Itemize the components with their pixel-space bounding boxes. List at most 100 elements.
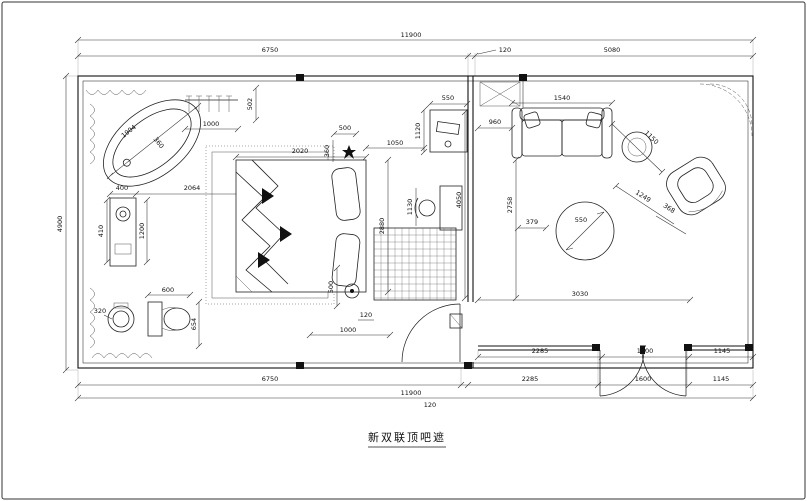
dim-lamp-c-line bbox=[306, 331, 394, 339]
toilet-bowl bbox=[163, 307, 191, 331]
dim-table-dia: 550 bbox=[575, 216, 587, 224]
tv-set bbox=[435, 121, 461, 135]
dim-vanity-span: 2064 bbox=[184, 184, 201, 192]
dim-headboard-b: 360 bbox=[323, 145, 331, 157]
dim-right-inner-3: 1145 bbox=[714, 347, 731, 355]
sofa-pillow-2-shape bbox=[585, 111, 603, 129]
curtain-left-upper bbox=[89, 103, 95, 165]
dim-vanity-b: 1200 bbox=[138, 223, 146, 240]
tv-set-shape bbox=[435, 121, 461, 135]
dim-bed-length: 2880 bbox=[378, 218, 386, 235]
pillow-2-shape bbox=[331, 233, 361, 287]
dim-lounge-b-line bbox=[655, 215, 687, 235]
dim-wc-w-line bbox=[144, 291, 194, 299]
vanity-tray bbox=[114, 243, 132, 255]
entry-door-swing bbox=[401, 303, 461, 363]
dim-rack-width: 1000 bbox=[203, 120, 220, 128]
tv-console-outline bbox=[429, 109, 468, 153]
sofa-pillow-1-shape bbox=[523, 111, 541, 129]
bathtub-inner bbox=[112, 108, 192, 178]
pillow-2 bbox=[331, 233, 361, 287]
dim-headboard-a: 500 bbox=[339, 124, 351, 132]
ornament-shape bbox=[342, 145, 356, 159]
dim-rack-depth: 502 bbox=[246, 98, 254, 110]
vanity-counter bbox=[109, 197, 137, 267]
dim-rack-line bbox=[181, 125, 242, 133]
side-table bbox=[621, 131, 653, 163]
quilt-triangles bbox=[258, 188, 292, 268]
vanity-sink bbox=[115, 206, 131, 222]
grid-rug-vlines bbox=[380, 228, 452, 300]
dim-bed-w-line bbox=[232, 153, 370, 161]
dim-right-inner-1: 2285 bbox=[532, 347, 549, 355]
terrace-door-right-swing bbox=[641, 349, 687, 397]
basin-faucet bbox=[113, 302, 129, 309]
dim-sofa-w-line bbox=[508, 99, 616, 107]
dim-tub-width: 360 bbox=[152, 135, 166, 150]
dim-table-offset-line bbox=[514, 224, 550, 232]
bed-outline bbox=[235, 159, 367, 293]
toilet-tank bbox=[147, 301, 163, 337]
dim-room-d-line bbox=[461, 108, 469, 302]
coffee-table-dia-arrow bbox=[565, 211, 605, 251]
chair-back bbox=[414, 197, 419, 219]
dim-lounge-b: 368 bbox=[662, 202, 677, 215]
curtain-bottom-left bbox=[91, 353, 153, 359]
vanity-outline bbox=[109, 197, 137, 267]
dim-vanity-a-line bbox=[103, 196, 111, 266]
dim-right-inner-line bbox=[474, 353, 757, 361]
bedroom: 2020 2880 500 360 550 1120 1050 1130 bbox=[205, 94, 471, 339]
sofa bbox=[511, 107, 613, 159]
entry-cabinet bbox=[479, 81, 521, 107]
outer-wall bbox=[77, 75, 754, 369]
side-table-top bbox=[621, 131, 653, 163]
column-bottom-4 bbox=[684, 344, 692, 351]
dim-tv-gap-line bbox=[362, 144, 428, 152]
column-bottom-1 bbox=[296, 362, 304, 369]
dim-tv-width: 550 bbox=[442, 94, 454, 102]
drawing-title: 新双联顶吧遮 bbox=[368, 430, 446, 444]
terrace-door-left bbox=[599, 349, 645, 397]
dim-left-line bbox=[62, 72, 70, 374]
sofa-arm-right bbox=[601, 107, 613, 159]
terrace-door-right bbox=[641, 349, 687, 397]
dim-lamp-a: 500 bbox=[327, 281, 335, 293]
dim-bed-width: 2020 bbox=[292, 147, 309, 155]
dim-table-offset: 379 bbox=[526, 218, 538, 226]
side-table-inner bbox=[627, 137, 647, 157]
grid-rug-outline bbox=[373, 227, 457, 301]
ornament bbox=[342, 145, 356, 159]
inner-wall-line bbox=[82, 80, 749, 364]
floor-lamp-pole bbox=[350, 289, 354, 293]
column-bottom-5 bbox=[745, 344, 753, 351]
pillow-1-shape bbox=[331, 167, 361, 221]
basin-inner bbox=[112, 310, 130, 328]
grid-rug bbox=[373, 227, 457, 301]
curtain-top-left bbox=[85, 89, 147, 95]
dim-vanity-b-line bbox=[143, 196, 151, 266]
dim-chair-gap: 1130 bbox=[406, 199, 414, 216]
dim-top-total-line bbox=[74, 36, 757, 44]
dim-sofa-width: 1540 bbox=[554, 94, 571, 102]
entry-cabinet-cross bbox=[479, 81, 521, 107]
bathtub-outer bbox=[103, 99, 201, 187]
dim-sofa-gap-line bbox=[474, 124, 516, 132]
dim-top-seg-3: 5080 bbox=[604, 46, 621, 54]
dim-basin-dia: 320 bbox=[94, 307, 106, 315]
dim-top-seg-2: 120 bbox=[499, 46, 511, 54]
lounge-chair bbox=[666, 156, 726, 216]
tv-console-knob bbox=[444, 140, 452, 148]
dim-tv-gap: 1050 bbox=[387, 139, 404, 147]
dim-bottom-gap: 120 bbox=[424, 401, 436, 409]
outer-dimensions: 11900 6750 120 5080 4900 2285 1600 1145 … bbox=[56, 31, 757, 409]
dim-bottom-4: 1145 bbox=[713, 375, 730, 383]
dim-top-total: 11900 bbox=[401, 31, 422, 39]
dim-tv-w-line bbox=[426, 100, 471, 108]
terrace-door-mullion bbox=[640, 346, 645, 354]
dim-vanity-a: 410 bbox=[97, 225, 105, 237]
dim-bottom-1: 6750 bbox=[262, 375, 279, 383]
plant-top-right-inner bbox=[709, 83, 753, 127]
toilet bbox=[147, 301, 191, 337]
terrace-door-left-swing bbox=[599, 349, 645, 397]
pedestal-basin bbox=[107, 302, 135, 333]
